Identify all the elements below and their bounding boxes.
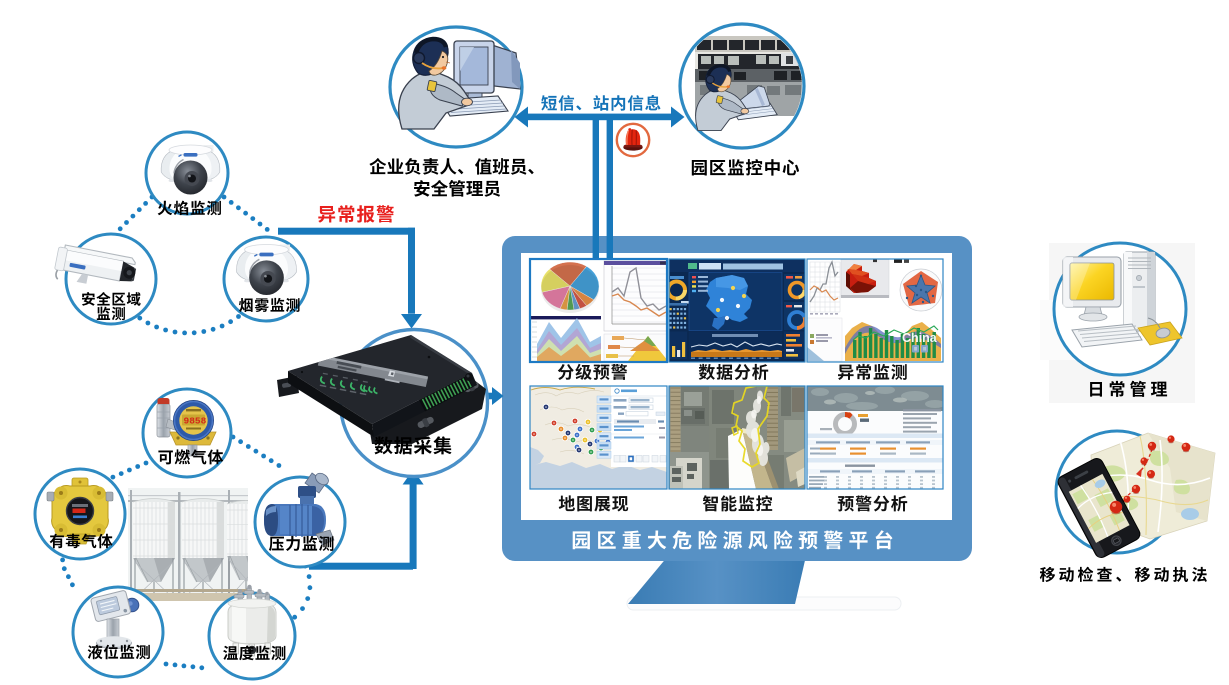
svg-text:China: China (902, 331, 938, 345)
svg-text:9858: 9858 (184, 416, 207, 427)
